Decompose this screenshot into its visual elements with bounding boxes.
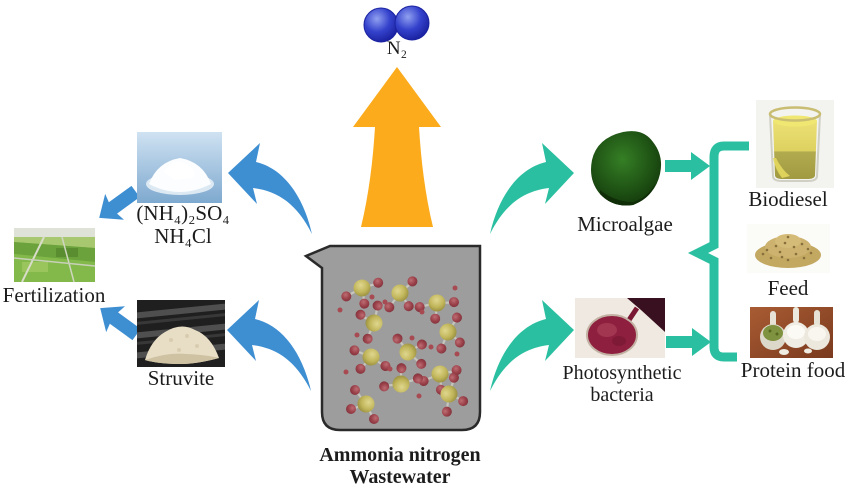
microalgae-image	[585, 128, 665, 210]
microalgae-label: Microalgae	[577, 212, 673, 236]
protein-food-image	[750, 307, 833, 358]
arrow-beaker-to-bacteria-icon	[490, 300, 574, 391]
salts-label: (NH₄)₂SO₄ NH₄Cl	[136, 201, 230, 249]
bacteria-label: Photosynthetic bacteria	[563, 362, 682, 406]
fertilization-field-image	[14, 228, 95, 282]
bacteria-label-line2: bacteria	[590, 384, 654, 406]
salts-label-line2: NH₄Cl	[154, 224, 212, 249]
arrow-beaker-to-microalgae-icon	[490, 143, 574, 234]
struvite-powder-image	[137, 300, 225, 367]
bacteria-label-line1: Photosynthetic	[562, 362, 682, 384]
n2-molecule-icon	[363, 5, 430, 43]
wastewater-beaker-graphic	[303, 244, 482, 432]
arrow-microalgae-to-products-icon	[665, 152, 710, 180]
ammonium-molecules-icon	[337, 270, 479, 426]
products-grouping-brace-icon	[687, 141, 749, 362]
fertilization-label: Fertilization	[2, 283, 106, 307]
biodiesel-beaker-image	[756, 100, 834, 188]
n2-label: N₂	[386, 38, 408, 59]
beaker-title-line1: Ammonia nitrogen	[319, 444, 481, 466]
beaker-title-line2: Wastewater	[349, 466, 451, 488]
feed-grain-image	[747, 224, 830, 273]
biodiesel-label: Biodiesel	[748, 187, 828, 211]
arrow-beaker-to-salts-icon	[228, 143, 312, 234]
photosynthetic-bacteria-image	[575, 298, 665, 358]
ammonium-salts-image	[137, 132, 222, 203]
feed-label: Feed	[767, 276, 809, 300]
salts-label-line1: (NH₄)₂SO₄	[136, 201, 230, 225]
beaker-title: Ammonia nitrogen Wastewater	[319, 444, 480, 488]
protein-food-label: Protein food	[740, 358, 846, 382]
struvite-label: Struvite	[147, 366, 215, 390]
nitrogen-gas-up-arrow-icon	[353, 67, 441, 227]
arrow-bacteria-to-products-icon	[666, 328, 711, 356]
arrow-beaker-to-struvite-icon	[227, 300, 311, 391]
